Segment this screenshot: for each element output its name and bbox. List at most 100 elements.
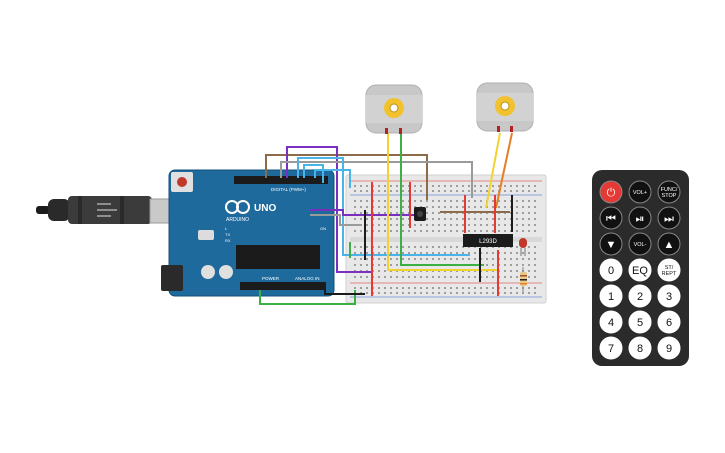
remote-button-prev[interactable]: ⏮ [599, 206, 623, 230]
breadboard-hole [402, 206, 404, 208]
breadboard-hole [432, 190, 434, 192]
dc-motor-right[interactable] [476, 82, 534, 132]
breadboard-hole [486, 230, 488, 232]
breadboard-hole [426, 218, 428, 220]
arduino-uno-board[interactable]: ARDUINO UNO DIGITAL (PWM~) POWER ANALOG … [161, 169, 335, 297]
breadboard-hole [384, 185, 386, 187]
breadboard-hole [480, 200, 482, 202]
remote-button-eq[interactable]: EQ [628, 258, 652, 282]
ir-receiver[interactable] [414, 207, 426, 221]
remote-button-eight[interactable]: 8 [628, 336, 652, 360]
breadboard-hole [408, 276, 410, 278]
breadboard-hole [468, 200, 470, 202]
breadboard-hole [444, 287, 446, 289]
breadboard-hole [438, 185, 440, 187]
remote-button-func-stop[interactable]: FUNC/STOP [657, 180, 681, 204]
remote-button-vol-up[interactable]: VOL+ [628, 180, 652, 204]
breadboard-hole [504, 224, 506, 226]
remote-button-four[interactable]: 4 [599, 310, 623, 334]
breadboard-hole [522, 252, 524, 254]
resistor[interactable] [520, 267, 527, 292]
breadboard-hole [354, 190, 356, 192]
breadboard-hole [378, 224, 380, 226]
skip-forward-icon: ⏭ [664, 213, 674, 225]
breadboard-hole [456, 246, 458, 248]
usb-cable[interactable] [36, 196, 185, 224]
breadboard-hole [528, 258, 530, 260]
breadboard-hole [462, 276, 464, 278]
remote-button-seven[interactable]: 7 [599, 336, 623, 360]
breadboard-hole [390, 200, 392, 202]
rx-label: RX [225, 238, 231, 243]
breadboard[interactable] [345, 174, 547, 304]
breadboard-hole [474, 190, 476, 192]
breadboard-hole [354, 252, 356, 254]
remote-button-one[interactable]: 1 [599, 284, 623, 308]
l-label: L [225, 226, 228, 231]
breadboard-hole [522, 258, 524, 260]
breadboard-hole [522, 224, 524, 226]
breadboard-hole [420, 252, 422, 254]
breadboard-hole [366, 185, 368, 187]
remote-button-next[interactable]: ⏭ [657, 206, 681, 230]
dc-motor-left[interactable] [365, 84, 423, 134]
arrow-down-icon: ▼ [606, 239, 617, 251]
breadboard-hole [468, 276, 470, 278]
remote-button-vol-down[interactable]: VOL- [628, 232, 652, 256]
remote-button-zero[interactable]: 0 [599, 258, 623, 282]
remote-button-nine[interactable]: 9 [657, 336, 681, 360]
breadboard-hole [438, 218, 440, 220]
remote-button-five[interactable]: 5 [628, 310, 652, 334]
breadboard-hole [438, 292, 440, 294]
breadboard-hole [408, 287, 410, 289]
breadboard-hole [384, 287, 386, 289]
breadboard-hole [498, 218, 500, 220]
breadboard-hole [516, 230, 518, 232]
arrow-up-icon: ▲ [664, 239, 675, 251]
breadboard-hole [486, 258, 488, 260]
remote-button-power[interactable]: ⏻ [599, 180, 623, 204]
breadboard-hole [450, 190, 452, 192]
breadboard-hole [360, 252, 362, 254]
remote-button-down[interactable]: ▼ [599, 232, 623, 256]
l293d-chip[interactable]: L293D [463, 234, 513, 247]
remote-button-two[interactable]: 2 [628, 284, 652, 308]
breadboard-hole [402, 276, 404, 278]
breadboard-hole [354, 185, 356, 187]
breadboard-hole [522, 292, 524, 294]
breadboard-hole [438, 230, 440, 232]
breadboard-hole [498, 200, 500, 202]
breadboard-hole [384, 230, 386, 232]
breadboard-hole [528, 270, 530, 272]
breadboard-hole [438, 190, 440, 192]
breadboard-hole [432, 218, 434, 220]
red-led[interactable] [519, 238, 527, 256]
breadboard-hole [480, 230, 482, 232]
breadboard-hole [456, 206, 458, 208]
remote-button-play-pause[interactable]: ⏯ [628, 206, 652, 230]
remote-button-st-rept[interactable]: ST/REPT [657, 258, 681, 282]
breadboard-hole [366, 287, 368, 289]
breadboard-hole [438, 258, 440, 260]
remote-button-label: 1 [608, 291, 614, 303]
breadboard-hole [480, 185, 482, 187]
remote-button-six[interactable]: 6 [657, 310, 681, 334]
remote-button-label: 6 [666, 317, 672, 329]
breadboard-hole [456, 292, 458, 294]
breadboard-hole [366, 252, 368, 254]
breadboard-hole [402, 287, 404, 289]
board-model: UNO [254, 203, 276, 214]
breadboard-hole [420, 246, 422, 248]
breadboard-hole [516, 264, 518, 266]
remote-button-up[interactable]: ▲ [657, 232, 681, 256]
breadboard-hole [438, 287, 440, 289]
breadboard-hole [444, 292, 446, 294]
remote-button-three[interactable]: 3 [657, 284, 681, 308]
breadboard-hole [534, 270, 536, 272]
reset-button[interactable] [177, 177, 187, 187]
breadboard-hole [432, 287, 434, 289]
breadboard-hole [516, 258, 518, 260]
wire [310, 214, 360, 226]
